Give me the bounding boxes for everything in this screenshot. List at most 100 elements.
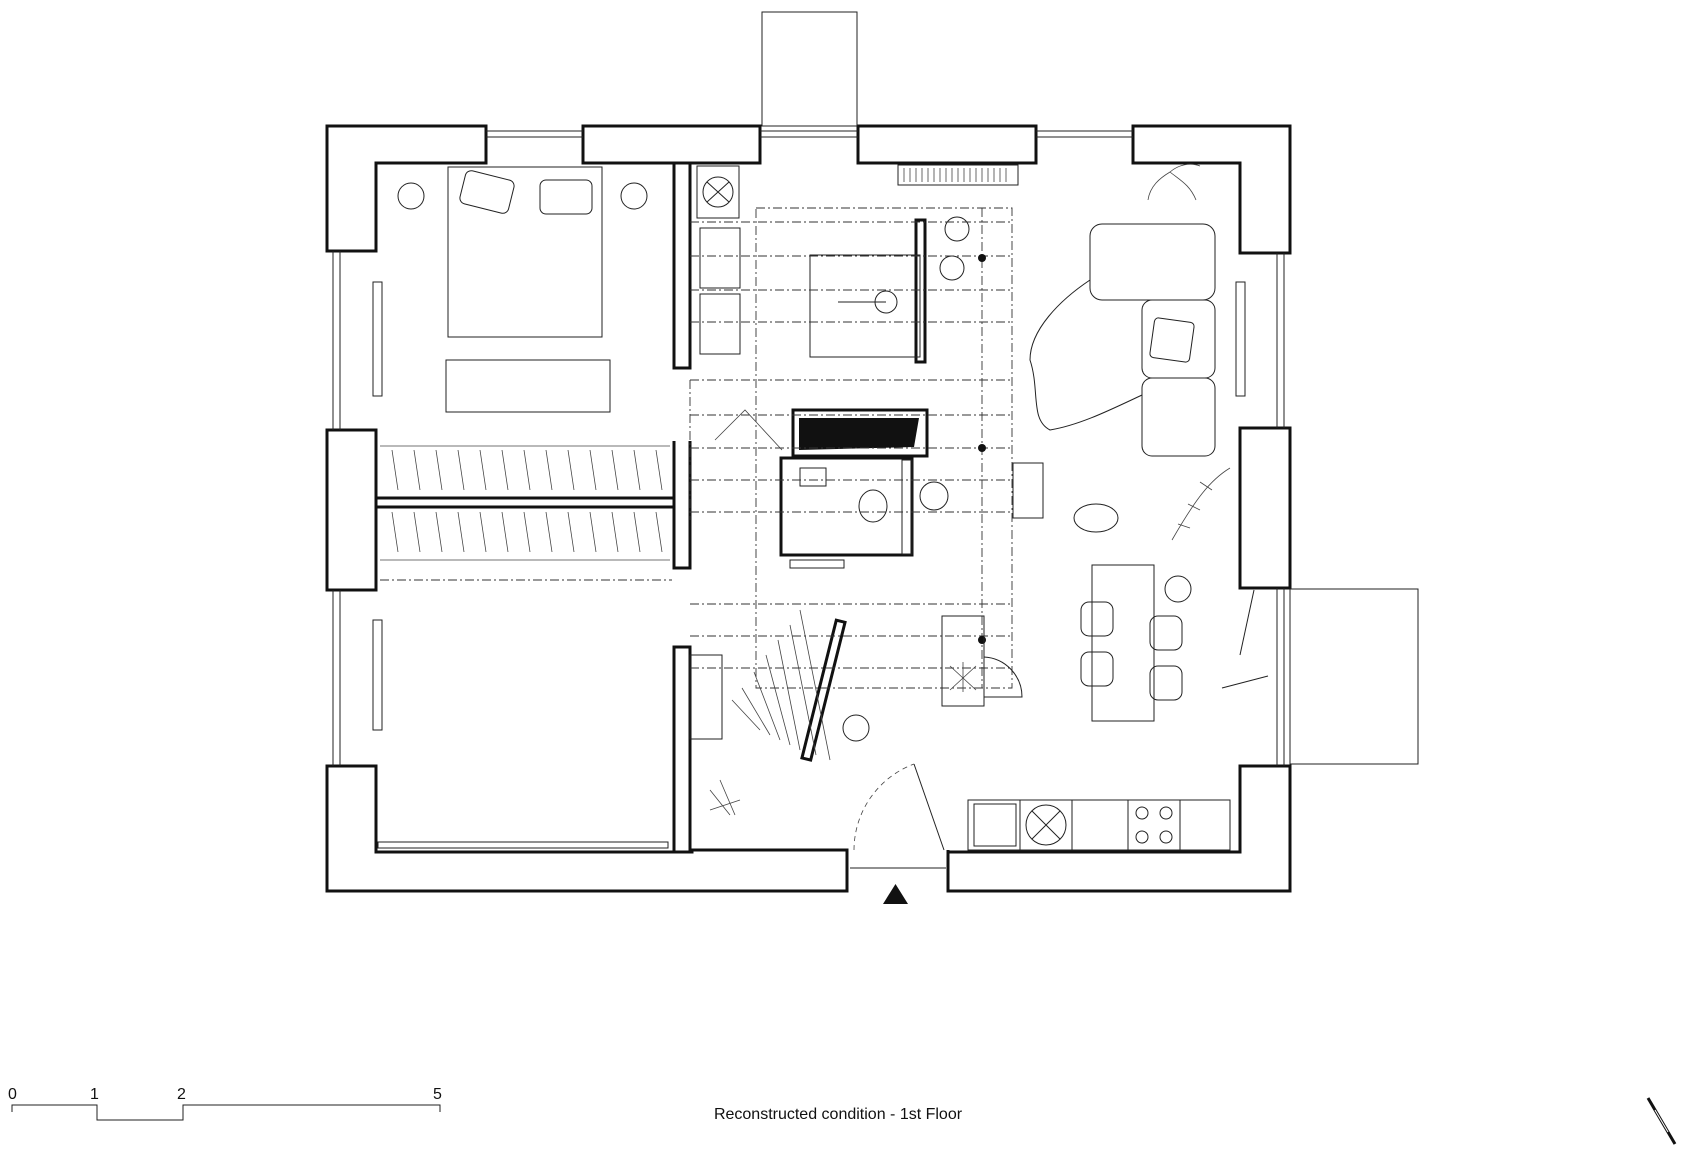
scale-bar: 0 1 2 5 bbox=[8, 1086, 442, 1121]
folding-screen bbox=[714, 409, 783, 451]
wc-cistern bbox=[901, 459, 913, 555]
scale-label-5: 5 bbox=[433, 1086, 442, 1103]
pillow-right bbox=[539, 179, 593, 215]
sink-upper bbox=[699, 227, 741, 289]
wall-left-mid bbox=[325, 428, 378, 592]
wardrobe-hangers-upper bbox=[380, 445, 670, 491]
entry-door-leaf bbox=[913, 763, 945, 851]
kitchen-washer-cross bbox=[1031, 810, 1061, 840]
burner-2 bbox=[1159, 806, 1173, 820]
burner-4 bbox=[1159, 830, 1173, 844]
burner-3 bbox=[1135, 830, 1149, 844]
pantry-cross bbox=[949, 662, 977, 692]
living-room bbox=[1029, 163, 1246, 722]
nightstand-right bbox=[620, 182, 648, 210]
partition-middle bbox=[672, 441, 692, 570]
column-stair bbox=[800, 618, 847, 762]
dining-table bbox=[1091, 564, 1155, 722]
wardrobe-hangers-lower bbox=[380, 511, 670, 561]
books bbox=[903, 168, 1007, 182]
partition-lower bbox=[672, 645, 692, 854]
entrance bbox=[709, 763, 946, 869]
wall-bottom-right bbox=[946, 764, 1292, 893]
kitchen-washer bbox=[1019, 799, 1073, 851]
post-one bbox=[978, 254, 986, 262]
cooktop bbox=[1127, 799, 1181, 851]
wardrobe-wall-upper bbox=[374, 441, 676, 500]
scale-bar-line bbox=[11, 1104, 441, 1121]
scale-label-2: 2 bbox=[177, 1086, 186, 1103]
dining-chair-2 bbox=[1080, 651, 1114, 687]
bathtub bbox=[799, 418, 919, 450]
ceiling-grid-lines bbox=[689, 208, 1012, 688]
washer-drum bbox=[702, 176, 734, 208]
shoe-rack bbox=[689, 654, 723, 740]
bathtub-box bbox=[791, 408, 929, 458]
stair-treads bbox=[731, 609, 831, 761]
entrance-triangle-icon bbox=[883, 884, 908, 904]
fern-plant bbox=[1171, 467, 1231, 541]
ceiling-grid-outline bbox=[755, 207, 1013, 689]
hall-stool bbox=[842, 714, 870, 742]
kitchen-counter bbox=[967, 799, 1231, 851]
wall-top-mid-left bbox=[581, 124, 762, 165]
armchair bbox=[1073, 503, 1119, 533]
bedroom-two bbox=[372, 579, 672, 849]
balcony-door-swing bbox=[1221, 675, 1269, 689]
chair-top-two bbox=[939, 255, 965, 281]
sofa-cushion bbox=[1149, 317, 1195, 363]
chair-top bbox=[944, 216, 970, 242]
radiator-hall bbox=[789, 559, 845, 569]
wall-bottom-left bbox=[325, 764, 849, 893]
post-two bbox=[978, 444, 986, 452]
staircase bbox=[689, 409, 1044, 761]
wall-top-mid-right bbox=[856, 124, 1038, 165]
sink-lower bbox=[699, 293, 741, 355]
pillow-left bbox=[459, 170, 515, 214]
radiator-living bbox=[1235, 281, 1246, 397]
balcony bbox=[1289, 588, 1419, 765]
bedroom bbox=[372, 166, 670, 561]
monstera-plant bbox=[1147, 163, 1201, 201]
sofa-seat-two bbox=[1141, 377, 1216, 457]
nightstand-left bbox=[397, 182, 425, 210]
drawing-caption: Reconstructed condition - 1st Floor bbox=[714, 1106, 963, 1123]
pantry-cabinet bbox=[941, 615, 985, 707]
interior-walls bbox=[374, 161, 929, 854]
sofa-seat-one bbox=[1141, 299, 1216, 379]
wall-top-left bbox=[325, 124, 488, 253]
washer-cross bbox=[706, 181, 730, 203]
hall-plant bbox=[709, 779, 741, 816]
radiator-bedroom-two bbox=[372, 619, 383, 731]
exterior-walls bbox=[325, 11, 1419, 893]
dining-stool bbox=[1164, 575, 1192, 603]
washer bbox=[696, 165, 740, 219]
wc-sink bbox=[799, 467, 827, 487]
kitchen-washer-drum bbox=[1025, 804, 1067, 846]
chimney bbox=[761, 11, 858, 127]
burner-1 bbox=[1135, 806, 1149, 820]
scale-label-0: 0 bbox=[8, 1086, 17, 1103]
dining-chair-1 bbox=[1080, 601, 1114, 637]
kitchen-upper bbox=[696, 164, 1019, 355]
stool-bath bbox=[919, 481, 949, 511]
post-three bbox=[978, 636, 986, 644]
scale-label-1: 1 bbox=[90, 1086, 99, 1103]
central-table bbox=[809, 254, 921, 358]
radiator-bedroom bbox=[372, 281, 383, 397]
wall-top-right bbox=[1131, 124, 1292, 255]
double-bed bbox=[447, 166, 603, 338]
dining-chair-4 bbox=[1149, 665, 1183, 701]
column-upper bbox=[914, 218, 927, 364]
bench-rug bbox=[445, 359, 611, 413]
dining-chair-3 bbox=[1149, 615, 1183, 651]
partition-upper bbox=[672, 161, 692, 370]
sofa-back bbox=[1089, 223, 1216, 301]
kitchen-sink bbox=[973, 803, 1017, 847]
bedroom-two-sill bbox=[377, 841, 669, 849]
central-table-area bbox=[689, 207, 1013, 689]
kitchen-lower bbox=[941, 615, 1231, 851]
rug bbox=[1029, 279, 1143, 431]
floor-grate bbox=[1012, 462, 1044, 519]
